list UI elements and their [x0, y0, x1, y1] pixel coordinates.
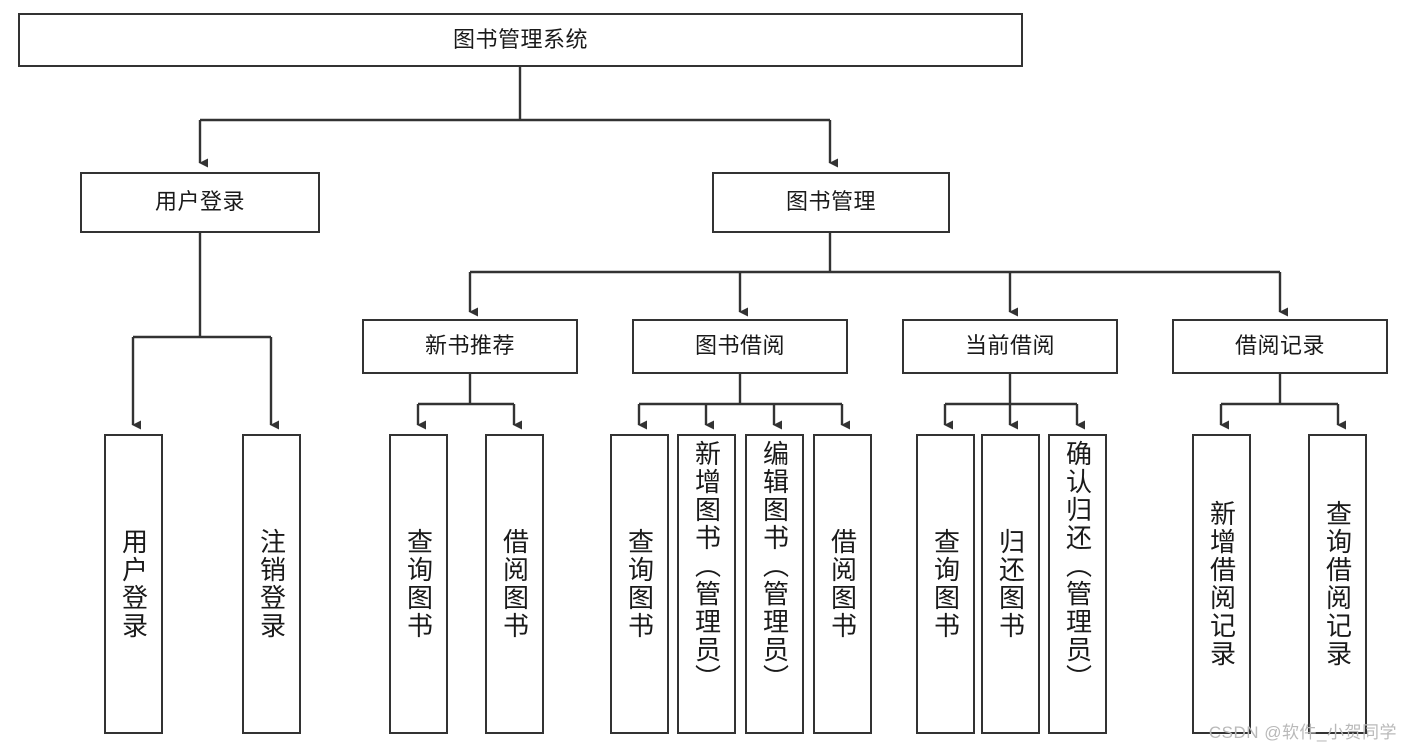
node-new-book-recommend[interactable]: 新书推荐 — [362, 319, 578, 374]
node-label: 确认归还（管理员） — [1062, 440, 1093, 692]
node-borrow-record[interactable]: 借阅记录 — [1172, 319, 1388, 374]
node-book-borrow[interactable]: 图书借阅 — [632, 319, 848, 374]
node-label: 新书推荐 — [424, 333, 515, 359]
node-label: 图书管理 — [785, 189, 876, 215]
node-user-login[interactable]: 用户登录 — [80, 172, 320, 233]
node-label: 图书管理系统 — [452, 26, 588, 52]
node-label: 新增借阅记录 — [1206, 500, 1237, 668]
node-leaf-user-login-logout[interactable]: 注销登录 — [242, 434, 301, 734]
node-label: 查询图书 — [624, 528, 655, 640]
node-root-book-management-system[interactable]: 图书管理系统 — [18, 13, 1023, 67]
node-leaf-current-borrow-confirm-return[interactable]: 确认归还（管理员） — [1048, 434, 1107, 734]
node-label: 借阅图书 — [499, 528, 530, 640]
node-leaf-current-borrow-query[interactable]: 查询图书 — [916, 434, 975, 734]
node-label: 借阅记录 — [1234, 333, 1325, 359]
node-label: 归还图书 — [995, 528, 1026, 640]
node-leaf-new-book-borrow[interactable]: 借阅图书 — [485, 434, 544, 734]
node-label: 图书借阅 — [694, 333, 785, 359]
node-label: 借阅图书 — [827, 528, 858, 640]
node-label: 当前借阅 — [964, 333, 1055, 359]
node-leaf-borrow-record-query[interactable]: 查询借阅记录 — [1308, 434, 1367, 734]
node-leaf-book-borrow-edit[interactable]: 编辑图书（管理员） — [745, 434, 804, 734]
node-label: 注销登录 — [256, 528, 287, 640]
node-label: 查询图书 — [930, 528, 961, 640]
node-leaf-current-borrow-return[interactable]: 归还图书 — [981, 434, 1040, 734]
node-leaf-book-borrow-query[interactable]: 查询图书 — [610, 434, 669, 734]
node-label: 查询借阅记录 — [1322, 500, 1353, 668]
node-leaf-borrow-record-add[interactable]: 新增借阅记录 — [1192, 434, 1251, 734]
node-leaf-user-login-login[interactable]: 用户登录 — [104, 434, 163, 734]
node-book-management[interactable]: 图书管理 — [712, 172, 950, 233]
node-label: 用户登录 — [118, 528, 149, 640]
node-label: 编辑图书（管理员） — [759, 440, 790, 692]
csdn-watermark: CSDN @软件_小贺同学 — [1208, 723, 1397, 742]
node-leaf-book-borrow-borrow[interactable]: 借阅图书 — [813, 434, 872, 734]
node-label: 用户登录 — [154, 189, 245, 215]
node-leaf-new-book-query[interactable]: 查询图书 — [389, 434, 448, 734]
node-label: 新增图书（管理员） — [691, 440, 722, 692]
node-label: 查询图书 — [403, 528, 434, 640]
node-current-borrow[interactable]: 当前借阅 — [902, 319, 1118, 374]
node-leaf-book-borrow-add[interactable]: 新增图书（管理员） — [677, 434, 736, 734]
